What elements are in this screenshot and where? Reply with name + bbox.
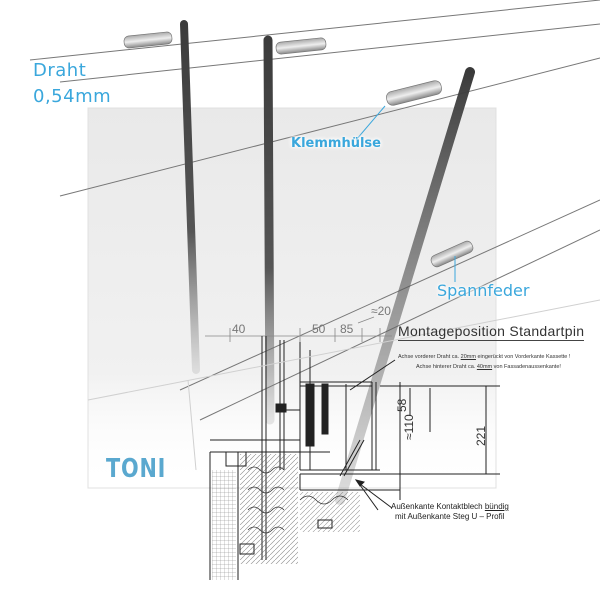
annotation-leader [354,479,393,509]
note-rear-wire: Achse hinterer Draht ca. 40mm von Fassad… [416,364,561,370]
wire-4 [179,199,600,391]
wire-label: Draht [33,60,87,81]
rods [180,20,475,505]
dim-20: ≈20 [371,304,391,318]
dim-85: 85 [340,322,354,336]
faint-guides [87,299,600,471]
facade-panel [88,108,496,488]
insulation [212,451,360,580]
dim-lines [205,316,392,342]
note-front-wire: Achse vorderer Draht ca. 20mm eingerückt… [398,354,571,360]
dim-50: 50 [312,322,326,336]
wire-size-label: 0,54mm [33,86,112,107]
annotation-line-2: mit Außenkante Steg U – Profil [395,512,505,521]
wire-3 [59,57,600,197]
spring-3 [386,80,442,106]
dim-110: ≈110 [402,414,416,440]
rod-right [335,67,475,505]
rod-left [180,20,200,374]
rod-middle [263,35,275,425]
dim-40: 40 [232,322,246,336]
spring-2 [275,37,327,55]
tension-spring-label: Spannfeder [437,281,530,300]
dim-58: 58 [395,398,409,412]
spring-1 [123,31,173,49]
springs [123,31,474,268]
leader-clamp [355,105,386,141]
dim-221: 221 [474,425,488,446]
wire-top [29,0,600,61]
brand-logo: TONI [106,454,167,484]
spring-4 [430,240,474,268]
section-structure [209,336,500,580]
clamp-sleeve-label: Klemmhülse [291,136,381,151]
drawing-title: Montageposition Standartpin [398,323,585,341]
leaders [355,105,456,282]
wire-2 [59,23,600,83]
annotation-line-1: Außenkante Kontaktblech bündig [391,502,509,511]
